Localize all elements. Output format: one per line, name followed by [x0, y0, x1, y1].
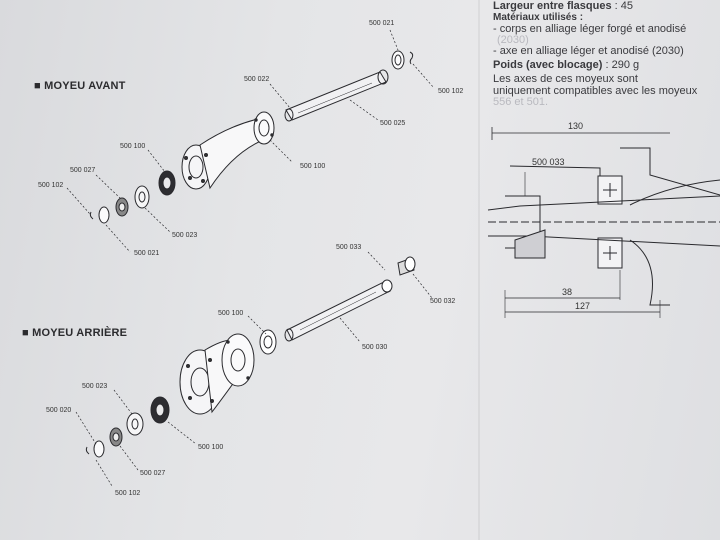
part-label: 500 102	[438, 88, 464, 95]
spec-axle-material: - axe en alliage léger et anodisé (2030)	[493, 45, 684, 57]
part-label: 500 032	[430, 298, 456, 305]
rear-axle	[284, 256, 416, 342]
part-label: 500 027	[70, 167, 96, 174]
rear-hub-title: ■ MOYEU ARRIÈRE	[22, 327, 128, 339]
part-label: 500 022	[244, 76, 270, 83]
part-label: 500 025	[380, 120, 406, 127]
spec-body-code: (2030)	[497, 34, 529, 46]
spec-weight: Poids (avec blocage) : 290 g	[493, 59, 640, 71]
front-axle	[284, 69, 389, 122]
part-label: 500 023	[82, 383, 108, 390]
section-part-label: 500 033	[532, 157, 565, 167]
spec-note-line2: uniquement compatibles avec les moyeux	[493, 85, 698, 97]
front-hub-body	[181, 111, 275, 190]
part-label: 500 020	[46, 407, 72, 414]
part-label: 500 100	[300, 163, 326, 170]
rear-hub-body	[179, 329, 277, 415]
part-label: 500 102	[38, 182, 64, 189]
paper-fold	[478, 0, 480, 540]
dimension-130: 130	[568, 121, 584, 131]
dimension-127: 127	[575, 301, 591, 311]
spec-width: Largeur entre flasques : 45	[493, 0, 633, 12]
spec-materials-heading: Matériaux utilisés :	[493, 12, 584, 23]
part-label: 500 102	[115, 490, 141, 497]
leader-lines	[66, 29, 435, 487]
part-label: 500 033	[336, 244, 362, 251]
part-label: 500 027	[140, 470, 166, 477]
dimension-38: 38	[562, 287, 573, 297]
hub-cross-section	[487, 127, 720, 318]
part-label: 500 100	[218, 310, 244, 317]
part-label: 500 030	[362, 344, 388, 351]
spec-note-line1: Les axes de ces moyeux sont	[493, 73, 638, 85]
spec-note-line3: 556 et 501.	[493, 96, 549, 108]
front-bearing-top	[391, 50, 414, 70]
part-label: 500 100	[198, 444, 224, 451]
part-label: 500 021	[134, 250, 160, 257]
part-label: 500 023	[172, 232, 198, 239]
front-hub-title: ■ MOYEU AVANT	[34, 80, 126, 92]
front-bearings	[89, 170, 176, 224]
spec-body-material: - corps en alliage léger forgé et anodis…	[493, 23, 687, 35]
part-label: 500 021	[369, 20, 395, 27]
rear-bearings	[85, 396, 170, 458]
part-label: 500 100	[120, 143, 146, 150]
